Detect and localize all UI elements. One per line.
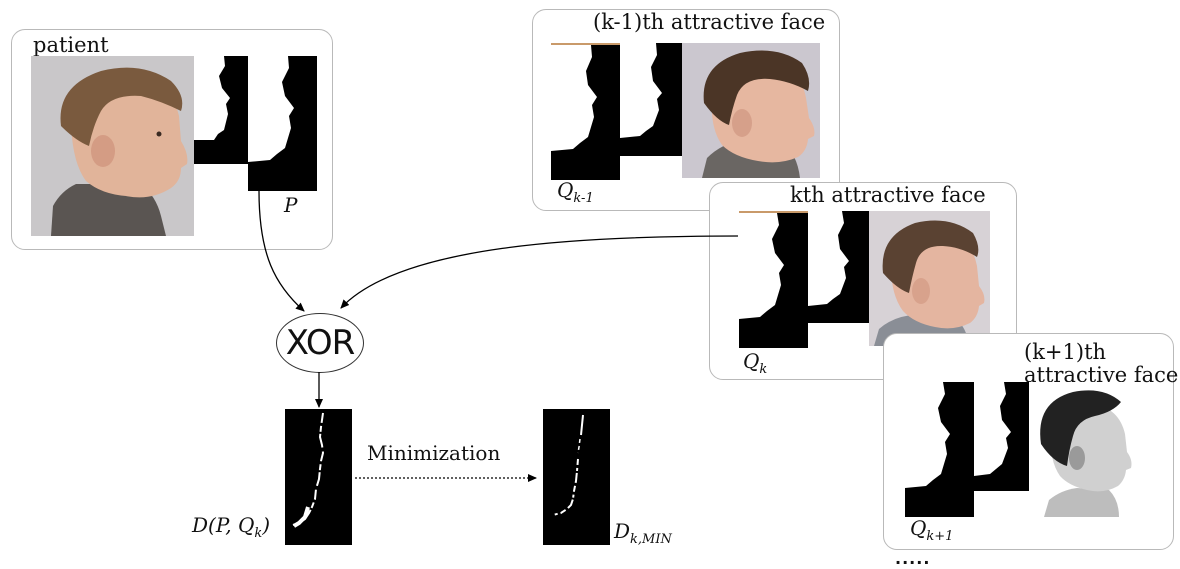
silhouette-qk-plus-1 (905, 382, 974, 517)
minimized-difference-label: Dk,MIN (614, 519, 672, 547)
xor-node: XOR (276, 313, 364, 373)
patient-profile-p (248, 56, 317, 191)
face-title-k-plus-1-line1: (k+1)th (1024, 340, 1107, 364)
arrow-patient-to-xor (258, 190, 305, 312)
continuation-dots: ..... (895, 549, 931, 568)
face-photo-k-plus-1 (1029, 382, 1137, 517)
face-title-k: kth attractive face (790, 183, 986, 207)
silhouette-qk (739, 211, 808, 348)
silhouette-qk-minus-1 (551, 43, 620, 180)
patient-photo (31, 56, 194, 236)
face-title-k-minus-1: (k-1)th attractive face (593, 10, 826, 34)
silhouette-k-b (808, 211, 869, 323)
patient-silhouette (194, 56, 249, 164)
face-photo-k-minus-1 (682, 43, 820, 178)
q-label-k-plus-1: Qk+1 (910, 516, 954, 544)
silhouette-k-minus-1-b (620, 43, 682, 156)
difference-label: D(P, Qk) (192, 513, 271, 541)
minimization-label: Minimization (367, 441, 501, 465)
arrow-face-k-to-xor (340, 235, 739, 309)
q-label-k-minus-1: Qk-1 (557, 178, 594, 206)
minimized-difference-image (543, 409, 610, 545)
silhouette-k-plus-1-b (974, 382, 1029, 491)
q-label-k: Qk (743, 349, 768, 377)
difference-image (285, 409, 352, 545)
patient-profile-label: P (284, 193, 298, 217)
patient-label: patient (33, 33, 109, 57)
